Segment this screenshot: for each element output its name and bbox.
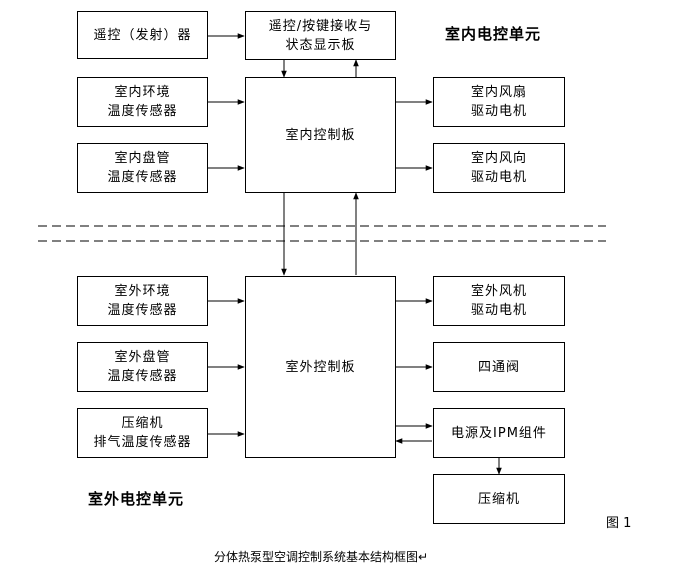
power-ipm-label: 电源及IPM组件: [451, 425, 547, 441]
compressor-label: 压缩机: [477, 491, 520, 507]
receiver-display-board-box: 遥控/按键接收与 状态显示板: [245, 11, 396, 60]
indoor-fan-motor-box: 室内风扇 驱动电机: [433, 77, 565, 127]
indoor-louver-motor-box: 室内风向 驱动电机: [433, 143, 565, 193]
power-ipm-box: 电源及IPM组件: [433, 408, 565, 458]
outdoor-control-board-label: 室外控制板: [285, 359, 356, 375]
outdoor-control-board-box: 室外控制板: [245, 276, 396, 458]
indoor-fan-motor-label: 室内风扇 驱动电机: [470, 85, 527, 119]
indoor-control-board-box: 室内控制板: [245, 77, 396, 193]
outdoor-unit-title: 室外电控单元: [88, 490, 185, 508]
indoor-coil-sensor-box: 室内盘管 温度传感器: [77, 143, 208, 193]
receiver-display-board-label: 遥控/按键接收与 状态显示板: [268, 18, 373, 53]
indoor-env-sensor-label: 室内环境 温度传感器: [107, 85, 178, 119]
figure-caption: 分体热泵型空调控制系统基本结构框图↵: [214, 550, 429, 564]
outdoor-fan-motor-box: 室外风机 驱动电机: [433, 276, 565, 326]
outdoor-coil-sensor-box: 室外盘管 温度传感器: [77, 342, 208, 392]
figure-number: 图 1: [606, 516, 632, 531]
outdoor-env-sensor-box: 室外环境 温度传感器: [77, 276, 208, 326]
four-way-valve-box: 四通阀: [433, 342, 565, 392]
indoor-unit-title: 室内电控单元: [445, 25, 542, 43]
four-way-valve-label: 四通阀: [477, 359, 520, 375]
indoor-coil-sensor-label: 室内盘管 温度传感器: [107, 151, 178, 185]
outdoor-fan-motor-label: 室外风机 驱动电机: [470, 284, 527, 318]
discharge-temp-sensor-box: 压缩机 排气温度传感器: [77, 408, 208, 458]
outdoor-env-sensor-label: 室外环境 温度传感器: [107, 284, 178, 318]
discharge-temp-sensor-label: 压缩机 排气温度传感器: [93, 416, 192, 450]
indoor-louver-motor-label: 室内风向 驱动电机: [470, 151, 527, 185]
remote-transmitter-box: 遥控（发射）器: [77, 11, 208, 59]
outdoor-coil-sensor-label: 室外盘管 温度传感器: [107, 350, 178, 384]
remote-transmitter-label: 遥控（发射）器: [93, 27, 192, 43]
compressor-box: 压缩机: [433, 474, 565, 524]
indoor-control-board-label: 室内控制板: [285, 127, 356, 143]
indoor-env-sensor-box: 室内环境 温度传感器: [77, 77, 208, 127]
